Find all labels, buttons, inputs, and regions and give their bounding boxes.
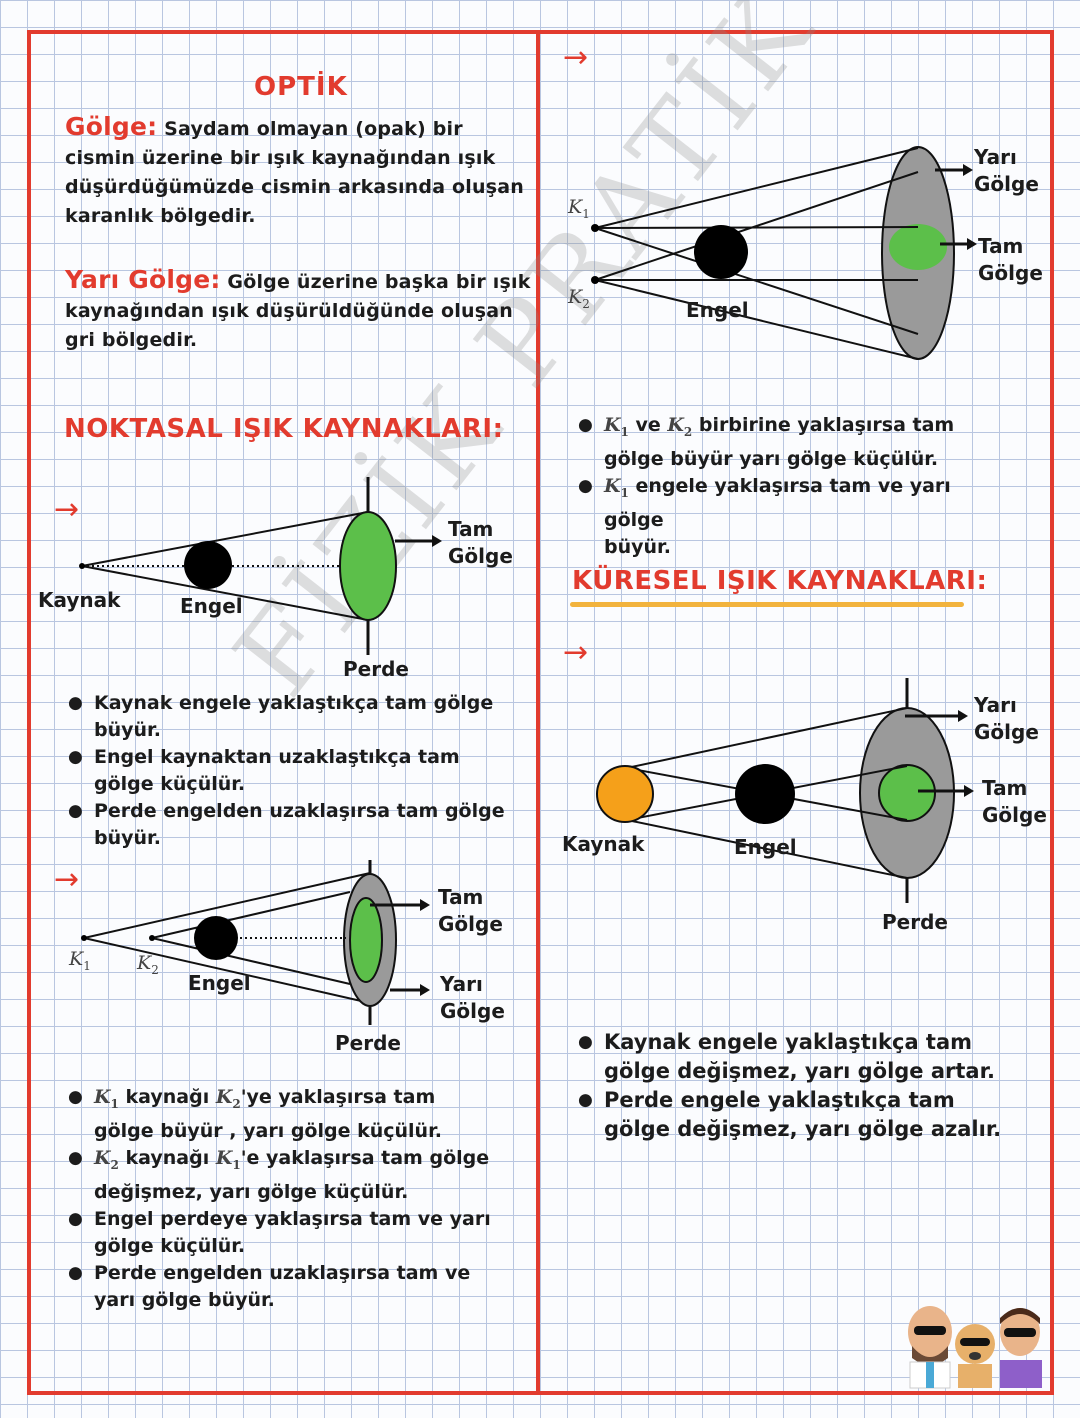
- page-title: OPTİK: [254, 72, 348, 102]
- two-source-vertical-diagram: [585, 140, 1005, 370]
- golge-line-4: karanlık bölgedir.: [65, 205, 256, 227]
- golge-word: Gölge: [448, 544, 513, 568]
- kaynak-circle: [597, 766, 653, 822]
- source-point: [79, 563, 85, 569]
- tam-label: Tam Gölge: [448, 516, 513, 570]
- yari-line-3: gri bölgedir.: [65, 329, 197, 351]
- section-kuresel-underline: [570, 602, 964, 607]
- list-item: Perde engelden uzaklaşırsa tam ve yarı g…: [66, 1260, 506, 1314]
- engel-circle: [735, 764, 795, 824]
- list-item: Perde engele yaklaştıkça tam gölge değiş…: [576, 1086, 1016, 1144]
- tam-arrow-head: [432, 535, 442, 547]
- engel-label: Engel: [180, 594, 243, 618]
- tam-golge-ellipse: [340, 512, 396, 620]
- list-item: Kaynak engele yaklaştıkça tam gölge deği…: [576, 1028, 1016, 1086]
- perde-label: Perde: [343, 657, 409, 681]
- k2-label-right: K2: [568, 286, 590, 311]
- k2-label: K2: [137, 952, 159, 977]
- list-item: Perde engelden uzaklaşırsa tam gölge büy…: [66, 798, 506, 852]
- list-item: K2 kaynağı K1'e yaklaşırsa tam gölge değ…: [66, 1145, 506, 1206]
- perde-label-4: Perde: [882, 910, 948, 934]
- golge-line-2: cismin üzerine bir ışık kaynağından ışık: [65, 147, 495, 169]
- kaynak-label-4: Kaynak: [562, 832, 644, 856]
- yari-line-1: Gölge üzerine başka bir ışık: [227, 271, 530, 293]
- tam-golge-ellipse: [889, 224, 947, 270]
- kaynak-label: Kaynak: [38, 588, 120, 612]
- engel-circle: [194, 916, 238, 960]
- list-item: Engel kaynaktan uzaklaştıkça tam gölge k…: [66, 744, 506, 798]
- yari-golge-definition: Yarı Gölge: Gölge üzerine başka bir ışık…: [65, 265, 531, 355]
- yari-line-2: kaynağından ışık düşürüldüğünde oluşan: [65, 300, 513, 322]
- k1-label: K1: [69, 948, 91, 973]
- perde-label-2: Perde: [335, 1031, 401, 1055]
- list-item: K1 engele yaklaşırsa tam ve yarı gölge b…: [576, 473, 1016, 561]
- noktasal-bullets: Kaynak engele yaklaştıkça tam gölge büyü…: [66, 690, 506, 852]
- tam-golge-ellipse: [350, 898, 382, 982]
- yari-golge-term: Yarı Gölge:: [65, 265, 221, 294]
- golge-term: Gölge:: [65, 112, 157, 141]
- engel-label-2: Engel: [188, 971, 251, 995]
- arrow-marker-3: →: [563, 40, 588, 75]
- engel-label-3: Engel: [686, 298, 749, 322]
- mascot-avatars: [900, 1298, 1050, 1388]
- engel-circle: [694, 225, 748, 279]
- two-source-bullets: K1 kaynağı K2'ye yaklaşırsa tam gölge bü…: [66, 1084, 506, 1314]
- list-item: K1 kaynağı K2'ye yaklaşırsa tam gölge bü…: [66, 1084, 506, 1145]
- tam-golge-circle: [879, 765, 935, 821]
- section-kuresel-title: KÜRESEL IŞIK KAYNAKLARI:: [572, 566, 987, 596]
- spherical-source-diagram: [590, 678, 1010, 908]
- golge-line-3: düşürdüğümüzde cismin arkasında oluşan: [65, 176, 524, 198]
- list-item: K1 ve K2 birbirine yaklaşırsa tam gölge …: [576, 412, 1016, 473]
- engel-label-4: Engel: [734, 835, 797, 859]
- arrow-marker-4: →: [563, 635, 588, 670]
- list-item: Kaynak engele yaklaştıkça tam gölge büyü…: [66, 690, 506, 744]
- engel-circle: [184, 541, 232, 589]
- kuresel-bullets: Kaynak engele yaklaştıkça tam gölge deği…: [576, 1028, 1016, 1144]
- k1-label-right: K1: [568, 196, 590, 221]
- two-source-diagram: [70, 860, 490, 1035]
- section-noktasal-title: NOKTASAL IŞIK KAYNAKLARI:: [64, 414, 504, 444]
- tam-word: Tam: [448, 517, 493, 541]
- golge-definition: Gölge: Saydam olmayan (opak) bir cismin …: [65, 112, 524, 231]
- right-top-bullets: K1 ve K2 birbirine yaklaşırsa tam gölge …: [576, 412, 1016, 561]
- list-item: Engel perdeye yaklaşırsa tam ve yarı göl…: [66, 1206, 506, 1260]
- golge-line-1: Saydam olmayan (opak) bir: [164, 118, 463, 140]
